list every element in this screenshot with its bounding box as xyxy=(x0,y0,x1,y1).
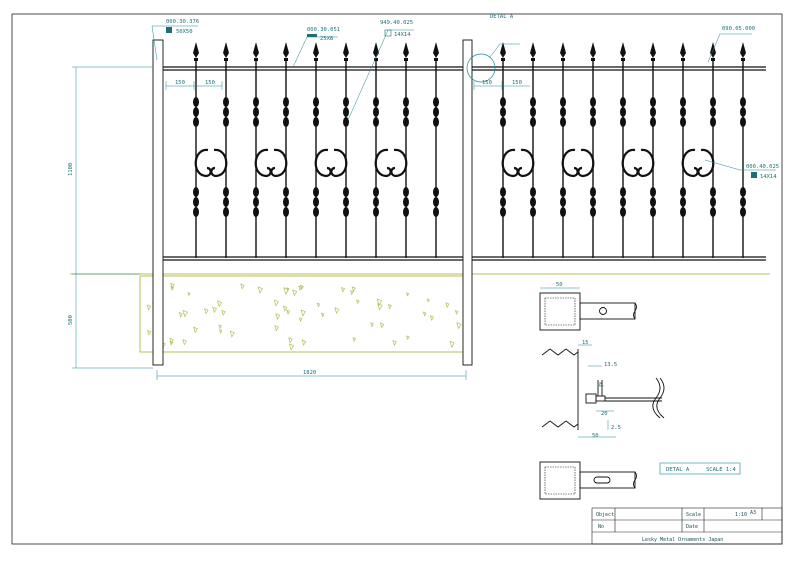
decorative-scrolls xyxy=(194,148,715,178)
tb-date-label: Date xyxy=(686,524,698,530)
fence-rails xyxy=(163,66,766,261)
scroll-pair xyxy=(501,148,535,178)
dim-height: 1100 xyxy=(68,163,74,176)
right-bar-code: 000.40.025 xyxy=(746,164,779,170)
post-code: 000.30.376 xyxy=(166,19,199,25)
bar-size: 14X14 xyxy=(394,32,411,38)
dim-spacing-b1: 150 xyxy=(482,80,492,86)
scroll-pair xyxy=(621,148,655,178)
rail-code: 000.30.051 xyxy=(307,27,340,33)
picket xyxy=(500,42,506,258)
picket xyxy=(620,42,626,258)
rail-profile-icon xyxy=(307,34,317,37)
middle-post xyxy=(462,39,473,366)
picket xyxy=(433,42,439,258)
tb-scale-value: 1:10 xyxy=(735,512,747,518)
detail-a-circle xyxy=(466,53,496,83)
dim-sec-20: 20 xyxy=(601,411,608,417)
dim-width: 1820 xyxy=(303,370,316,376)
post-section-view xyxy=(541,348,665,430)
picket xyxy=(590,42,596,258)
sheet-border xyxy=(11,13,783,545)
picket xyxy=(710,42,716,258)
tb-company: Lesky Metal Ornaments Japan xyxy=(642,537,723,543)
bar-profile-icon xyxy=(384,29,392,37)
dim-sec-13-5: 13.5 xyxy=(604,362,617,368)
picket xyxy=(253,42,259,258)
callout-leaders xyxy=(151,25,776,171)
left-post xyxy=(152,39,164,366)
leader-detail xyxy=(489,43,501,58)
picket xyxy=(680,42,686,258)
dim-spacing-b2: 150 xyxy=(512,80,522,86)
dim-spacing-a1: 150 xyxy=(175,80,185,86)
picket xyxy=(403,42,409,258)
dimension-lines xyxy=(72,66,530,380)
picket xyxy=(283,42,289,258)
picket xyxy=(740,42,746,258)
post-plan-view-top xyxy=(539,292,637,331)
post-size: 50X50 xyxy=(176,29,193,35)
picket xyxy=(193,42,199,258)
tb-object-label: Object xyxy=(596,512,614,518)
detail-label-box xyxy=(659,462,741,475)
tb-no-label: No xyxy=(598,524,604,530)
dim-sec-50: 50 xyxy=(592,433,599,439)
dim-sec-8: 8 xyxy=(599,382,602,388)
picket xyxy=(373,42,379,258)
scroll-pair xyxy=(374,148,408,178)
picket xyxy=(313,42,319,258)
dim-depth: 500 xyxy=(68,315,74,325)
scroll-pair xyxy=(314,148,348,178)
tb-scale-label: Scale xyxy=(686,512,701,518)
bar-code: 949.40.025 xyxy=(380,20,413,26)
scroll-pair xyxy=(194,148,228,178)
scroll-pair xyxy=(561,148,595,178)
detail-tag: DETAL A xyxy=(490,14,514,20)
concrete-aggregate xyxy=(146,282,462,351)
picket xyxy=(650,42,656,258)
dim-plan-width: 50 xyxy=(556,282,563,288)
scroll-pair xyxy=(254,148,288,178)
scroll-pair xyxy=(681,148,715,178)
dim-sec-15: 15 xyxy=(582,340,589,346)
tb-sheet-size: A3 xyxy=(750,510,756,516)
picket xyxy=(223,42,229,258)
post-profile-icon xyxy=(166,27,172,33)
title-block xyxy=(591,507,783,545)
picket xyxy=(530,42,536,258)
picket xyxy=(343,42,349,258)
detail-scale: SCALE 1:4 xyxy=(706,467,736,473)
post-plan-view-bottom xyxy=(539,461,637,500)
right-bar-profile-icon xyxy=(751,172,757,178)
dim-sec-2-5: 2.5 xyxy=(611,425,621,431)
rail-size: 25X8 xyxy=(320,36,333,42)
dim-spacing-a2: 150 xyxy=(205,80,215,86)
section-dims xyxy=(578,344,616,438)
picket xyxy=(560,42,566,258)
right-bar-size: 14X14 xyxy=(760,174,777,180)
top-right-code: 090.05.000 xyxy=(722,26,755,32)
detail-label: DETAL A xyxy=(666,467,690,473)
